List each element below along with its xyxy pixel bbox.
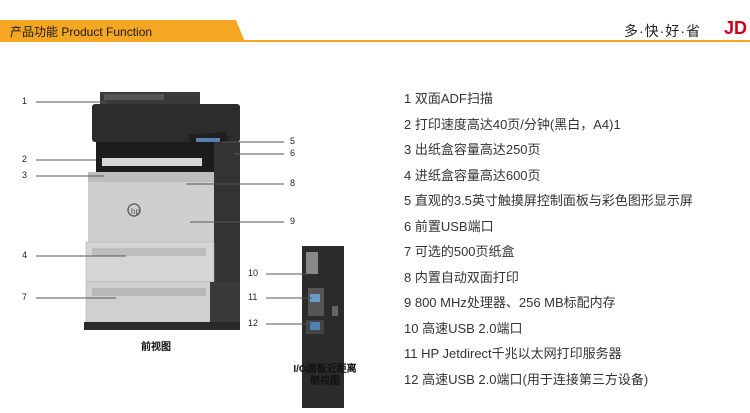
callout-2: 2 — [22, 154, 28, 164]
feature-item: 10 高速USB 2.0端口 — [404, 320, 523, 336]
feature-item: 7 可选的500页纸盒 — [404, 244, 515, 259]
callout-12: 12 — [248, 318, 259, 328]
feature-list: 1 双面ADF扫描 2 打印速度高达40页/分钟(黑白，A4)1 3 出纸盒容量… — [404, 86, 693, 392]
feature-item: 12 高速USB 2.0端口(用于连接第三方设备) — [404, 371, 649, 387]
feature-item: 4 进纸盒容量高达600页 — [404, 167, 541, 183]
callout-11: 11 — [248, 292, 258, 302]
printer-illustration: hp — [36, 92, 344, 413]
front-view-caption: 前视图 — [141, 342, 171, 353]
feature-item: 2 打印速度高达40页/分钟(黑白，A4)1 — [404, 116, 621, 132]
feature-item: 3 出纸盒容量高达250页 — [404, 142, 541, 157]
feature-item: 6 前置USB端口 — [404, 218, 494, 234]
slogan: 多·快·好·省 — [624, 23, 701, 39]
header-tab — [0, 20, 245, 42]
callout-6: 6 — [290, 148, 296, 158]
jd-logo: JD — [724, 18, 748, 38]
callout-1: 1 — [22, 96, 28, 106]
feature-item: 5 直观的3.5英寸触摸屏控制面板与彩色图形显示屏 — [404, 193, 693, 208]
printer-figure: hp 1 2 3 4 5 6 — [0, 80, 390, 413]
feature-item: 1 双面ADF扫描 — [404, 91, 493, 106]
callout-8: 8 — [290, 178, 296, 188]
feature-item: 9 800 MHz处理器、256 MB标配内存 — [404, 295, 616, 310]
callout-5: 5 — [290, 136, 296, 146]
callout-9: 9 — [290, 216, 296, 226]
callout-4: 4 — [22, 250, 28, 260]
section-header: 产品功能 Product Function 多·快·好·省 JD — [0, 18, 750, 42]
header-divider — [0, 40, 750, 42]
side-view-caption-line1: I/O面板近距离 — [293, 364, 357, 375]
callout-10: 10 — [248, 268, 259, 278]
side-view-caption-line2: 侧视图 — [310, 376, 340, 387]
hp-logo-icon: hp — [131, 207, 140, 216]
feature-item: 11 HP Jetdirect千兆以太网打印服务器 — [404, 346, 622, 361]
callout-7: 7 — [22, 292, 28, 302]
callout-3: 3 — [22, 170, 28, 180]
section-title: 产品功能 Product Function — [10, 25, 153, 39]
feature-item: 8 内置自动双面打印 — [404, 269, 519, 285]
